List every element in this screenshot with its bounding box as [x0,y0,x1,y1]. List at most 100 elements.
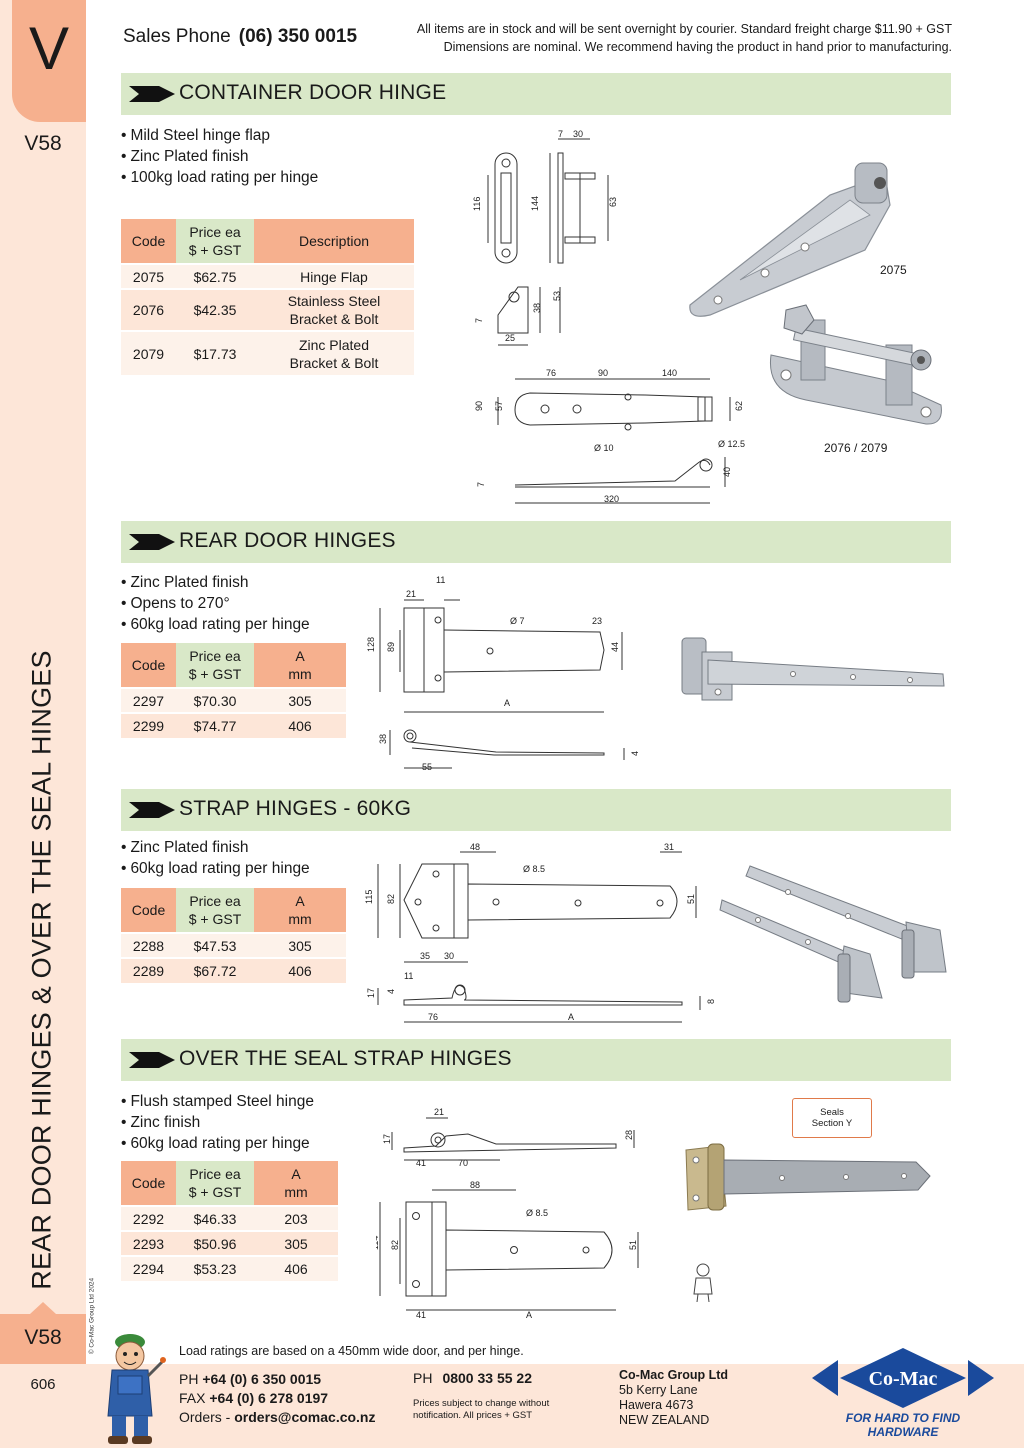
feature-item: Zinc Plated finish [121,572,310,593]
photo-label: 2076 / 2079 [824,441,888,455]
container-hinge-drawing: 116 144 7 30 63 38 53 25 7 76 90 140 90 … [472,129,745,504]
dim-label: 38 [532,303,542,313]
feature-list: Flush stamped Steel hinge Zinc finish 60… [121,1091,314,1154]
dim-label: 140 [662,368,677,378]
section-title: REAR DOOR HINGES [179,529,396,552]
sales-number[interactable]: (06) 350 0015 [238,26,358,47]
strap-hinge-drawing: 48 Ø 8.5 31 115 82 51 35 30 11 17 4 76 A… [364,842,716,1023]
orders-email-link[interactable]: orders@comac.co.nz [234,1409,376,1425]
feature-item: Opens to 270° [121,593,310,614]
footer: Load ratings are based on a 450mm wide d… [86,1330,1024,1448]
arrow-icon [129,802,175,818]
vertical-title: REAR DOOR HINGES & OVER THE SEAL HINGES [26,650,57,1290]
notice-line: All items are in stock and will be sent … [416,22,952,36]
section-tab: V [12,0,86,122]
fax-number[interactable]: +64 (0) 6 278 0197 [209,1390,329,1406]
logo-text: Co-Mac [869,1368,938,1390]
col-header: Price ea$ + GST [176,1161,254,1206]
seals-reference-badge[interactable]: Seals Section Y [792,1098,872,1138]
seal-hinge-drawing: 21 17 28 41 70 88 Ø 8.5 114 82 51 41 A [376,1107,639,1320]
dim-label: 11 [404,971,413,981]
sales-phone: Sales Phone (06) 350 0015 [123,26,357,48]
load-note: Load ratings are based on a 450mm wide d… [179,1344,524,1358]
mascot-small-icon [693,1263,713,1303]
rear-hinge-photo [681,637,945,701]
dim-label: 114 [376,1236,380,1250]
section-header-container: CONTAINER DOOR HINGE [121,73,951,115]
section-title: STRAP HINGES - 60KG [179,797,412,820]
dim-label: 53 [552,291,562,301]
address-line: NEW ZEALAND [619,1413,710,1427]
dim-label: A [568,1012,574,1022]
dim-label: 7 [476,482,486,487]
seal-hinge-photo [685,1143,931,1211]
col-header: Code [121,888,176,933]
dim-label: 38 [378,734,388,744]
bracket-photo [769,304,942,425]
dim-label: 31 [664,842,674,852]
col-header: Price ea$ + GST [176,888,254,933]
feature-item: 60kg load rating per hinge [121,614,309,635]
dim-label: Ø 8.5 [523,864,545,874]
dim-label: 11 [436,575,445,585]
sales-label: Sales Phone [123,26,231,47]
arrow-icon [129,86,175,102]
dim-label: 8 [706,999,716,1004]
dim-label: 116 [472,197,482,211]
feature-item: 100kg load rating per hinge [121,167,318,188]
dim-label: 7 [474,318,484,323]
freephone-number[interactable]: 0800 33 55 22 [442,1370,532,1386]
page-code-top: V58 [24,132,62,155]
dim-label: 30 [444,951,454,961]
contact-block: PH +64 (0) 6 350 0015 FAX +64 (0) 6 278 … [179,1370,376,1427]
dim-label: 82 [386,894,396,904]
dim-label: 88 [470,1180,480,1190]
orders-label: Orders - [179,1409,231,1425]
col-header: Price ea$ + GST [176,219,254,264]
section-title: CONTAINER DOOR HINGE [179,81,447,104]
dim-label: 28 [624,1130,634,1140]
col-header: Code [121,219,176,264]
dim-label: 82 [390,1240,400,1250]
section-header-strap: STRAP HINGES - 60KG [121,789,951,831]
dim-label: 62 [734,401,744,411]
feature-list: Zinc Plated finish 60kg load rating per … [121,837,310,879]
dim-label: 35 [420,951,430,961]
arrow-icon [129,534,175,550]
mascot-icon [107,1334,166,1444]
feature-item: Zinc Plated finish [121,837,310,858]
feature-item: Zinc Plated finish [121,146,318,167]
dim-label: 41 [416,1310,426,1320]
dim-label: 70 [458,1158,468,1168]
page-number: 606 [30,1376,56,1393]
dim-label: 89 [386,642,396,652]
dim-label: 21 [434,1107,444,1117]
photo-label: 2075 [880,263,907,277]
hinge-flap-photo [689,162,891,317]
dim-label: 21 [406,589,416,599]
page-code-bottom: V58 [24,1326,62,1349]
ph-label: PH [179,1371,199,1387]
feature-item: Mild Steel hinge flap [121,125,318,146]
comac-logo[interactable]: Co-Mac [812,1348,994,1408]
section-header-rear: REAR DOOR HINGES [121,521,951,563]
strap-hinge-photo [719,865,947,1003]
phone-number[interactable]: +64 (0) 6 350 0015 [202,1371,322,1387]
feature-item: 60kg load rating per hinge [121,858,309,879]
dim-label: Ø 12.5 [718,439,745,449]
dim-label: Ø 8.5 [526,1208,548,1218]
address-line: Hawera 4673 [619,1398,694,1412]
dim-label: 51 [686,894,696,904]
dim-label: 23 [592,616,602,626]
